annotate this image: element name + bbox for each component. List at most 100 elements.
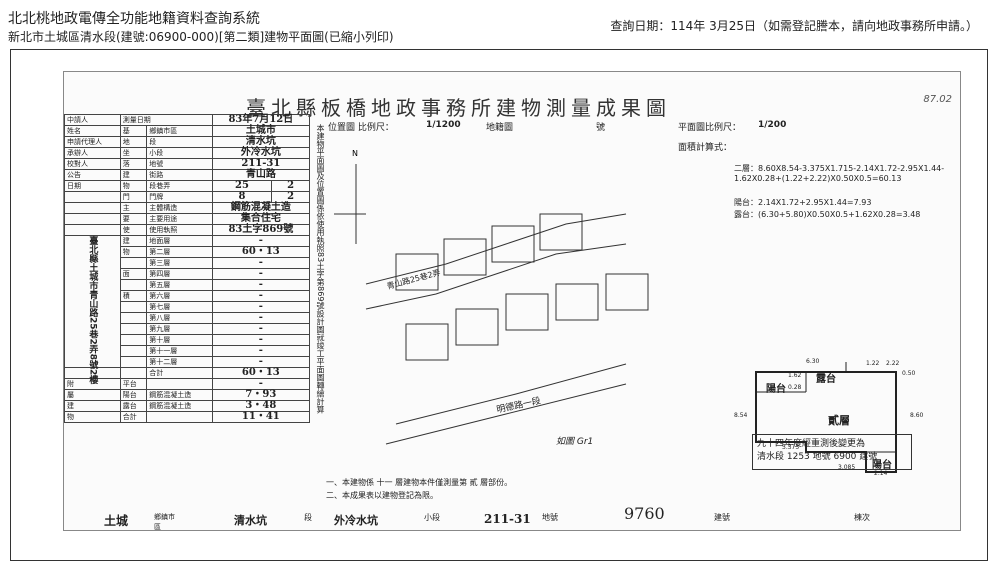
survey-date-label: 測量日期	[119, 114, 213, 126]
floor-name: 第十層	[146, 334, 213, 346]
area-calc-label: 面積計算式：	[678, 143, 733, 153]
floor-name: 第三層	[146, 257, 213, 269]
floor-row: 第八層-	[65, 312, 311, 324]
bottom-section: 清水坑	[234, 514, 267, 527]
floor-area: -	[211, 323, 311, 335]
block-b	[455, 308, 499, 346]
bottom-city-label: 鄉鎮市區	[154, 513, 175, 531]
floor-name: 第七層	[146, 301, 213, 313]
annex-name: 平台	[119, 378, 148, 390]
map-ref: 如圖 Gr1	[556, 437, 594, 447]
plan-floor-label: 貳層	[828, 414, 850, 427]
plan-area: 位置圖 比例尺： 1/1200 地籍圖 號 平面圖比例尺： 1/200 面積計算…	[326, 120, 960, 530]
bottom-land-no: 211-31	[484, 512, 531, 526]
land-no-value: 211-31	[211, 158, 311, 170]
block-d	[555, 283, 599, 321]
lane-value: 25	[211, 180, 273, 192]
note-line-2: 清水段 1253 地號 6900 建號	[757, 452, 878, 462]
bottom-section-label: 段	[304, 513, 312, 522]
floor-name: 第十二層	[146, 356, 213, 368]
footnote-2: 二、本成果表以建物登記為限。	[326, 491, 438, 500]
road-value: 青山路	[211, 169, 311, 181]
annex-struct: 鋼筋混凝土造	[146, 389, 213, 401]
footnote-1: 一、本建物係 十一 層建物本件僅測量第 貳 層部份。	[326, 478, 513, 487]
dim-label: 8.60	[910, 412, 924, 419]
dim-label: 8.54	[734, 412, 748, 419]
floor-area: -	[211, 356, 311, 368]
annex-area: 7・93	[211, 389, 311, 401]
block-e	[605, 273, 649, 311]
use-value: 集合住宅	[211, 213, 311, 225]
query-date: 查詢日期：114年 3月25日（如需登記謄本，請向地政事務所申請。）	[610, 19, 978, 33]
annex-row: 附平台-	[64, 378, 311, 390]
formula-2f: 二層：8.60X8.54-3.375X1.715-2.14X1.72-2.95X…	[734, 164, 945, 183]
plan-scale-label: 平面圖比例尺：	[678, 123, 742, 133]
floor-area: -	[211, 279, 311, 291]
formula-terrace: 露台：(6.30+5.80)X0.50X0.5+1.62X0.28=3.48	[734, 210, 921, 219]
floor-name: 第六層	[146, 290, 213, 302]
floor-name: 第四層	[146, 268, 213, 280]
floor-area: -	[211, 312, 311, 324]
bottom-land-label: 地號	[542, 513, 558, 522]
annex-total: 11・41	[211, 411, 311, 423]
floor-row: 臺北縣土城市青山路25巷2弄8號2樓建地面層-	[64, 235, 311, 384]
dim-label: 2.14	[874, 470, 888, 477]
floor-area: 60・13	[211, 246, 311, 258]
dim-label: 0.28	[788, 384, 802, 391]
balcony2-label: 陽台	[872, 460, 892, 471]
floor-value: 2	[271, 191, 310, 203]
scale-label: 位置圖 比例尺：	[328, 123, 394, 133]
block-i	[539, 213, 583, 251]
owner-address: 臺北縣土城市青山路25巷2弄8號2樓	[64, 235, 121, 384]
floor-plan	[755, 362, 897, 473]
floor-name: 第五層	[146, 279, 213, 291]
floor-area: -	[211, 345, 311, 357]
block-a	[405, 323, 449, 361]
annex-area: 3・48	[211, 400, 311, 412]
plan-scale: 1/200	[758, 120, 787, 130]
city-value: 土城市	[211, 125, 311, 137]
location-scale: 1/1200	[426, 120, 461, 130]
map-no-label: 號	[596, 123, 606, 133]
floor-area: -	[211, 268, 311, 280]
dim-label: 0.50	[902, 370, 916, 377]
block-g	[443, 238, 487, 276]
annex-struct	[146, 378, 213, 390]
dim-label: 3.375	[782, 444, 800, 451]
balcony-label: 陽台	[766, 384, 786, 395]
annex-total-label: 合計	[119, 411, 148, 423]
floor-area: -	[211, 290, 311, 302]
dim-label: 2.22	[886, 360, 900, 367]
location-map: N	[334, 149, 649, 445]
survey-date: 83年7月12日	[211, 114, 311, 126]
terrace-label: 露台	[816, 374, 836, 385]
corner-mark: 87.02	[923, 94, 952, 105]
alley-value: 2	[271, 180, 310, 192]
bottom-subsection-label: 小段	[424, 513, 440, 522]
license-value: 83土字869號	[211, 224, 311, 236]
floor-name: 第九層	[146, 323, 213, 335]
annex-struct: 鋼筋混凝土造	[146, 400, 213, 412]
section-value: 清水坑	[211, 136, 311, 148]
total-label: 合計	[146, 367, 213, 379]
floor-name: 第二層	[146, 246, 213, 258]
header-title: 北北桃地政電傳全功能地籍資料查詢系統	[8, 11, 260, 27]
dim-label: 3.085	[838, 464, 856, 471]
block-h	[491, 225, 535, 263]
floor-row: 第十層-	[65, 334, 311, 346]
formula-balcony: 陽台：2.14X1.72+2.95X1.44=7.93	[734, 198, 872, 207]
block-c	[505, 293, 549, 331]
dim-label: 6.30	[806, 358, 820, 365]
note-line-1: 九十四年度經重測後變更為	[757, 439, 866, 449]
floor-area: -	[211, 257, 311, 269]
header-subtitle: 新北市土城區清水段(建號:06900-000)[第二類]建物平面圖(已縮小列印)	[8, 30, 394, 44]
floor-area: -	[211, 301, 311, 313]
bottom-subsection: 外冷水坑	[334, 514, 378, 527]
floor-area: -	[211, 334, 311, 346]
floor-name: 第八層	[146, 312, 213, 324]
